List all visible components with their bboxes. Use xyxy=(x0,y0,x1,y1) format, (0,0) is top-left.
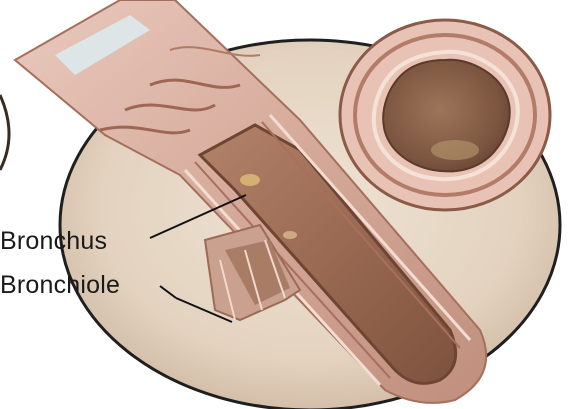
label-bronchiole: Bronchiole xyxy=(0,271,120,300)
airway-cross-section xyxy=(340,20,550,210)
left-arc-fragment xyxy=(0,95,9,170)
label-bronchus: Bronchus xyxy=(0,227,107,256)
